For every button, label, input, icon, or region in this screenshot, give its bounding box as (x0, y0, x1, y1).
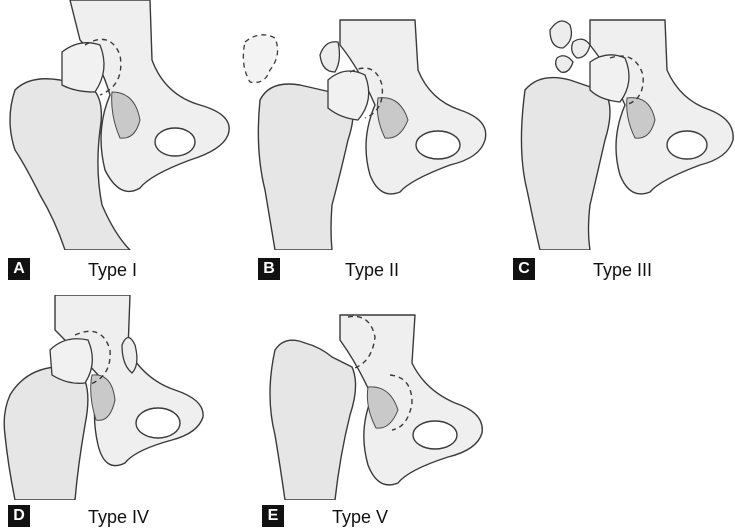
obturator-foramen (413, 421, 457, 449)
obturator-foramen (667, 131, 707, 159)
panel-type-iii: C Type III (495, 0, 735, 290)
femur (270, 340, 356, 500)
panel-type-ii: B Type II (240, 0, 495, 290)
femoral-head (62, 43, 104, 92)
femoral-head (328, 71, 369, 120)
hip-illustration-type-iii (495, 0, 735, 250)
panel-type-i: A Type I (0, 0, 240, 290)
pelvis (340, 315, 482, 485)
panel-caption: Type I (88, 260, 137, 281)
hip-illustration-type-v (240, 295, 505, 500)
comminuted-fragment (572, 39, 590, 58)
fracture-fragment-outline (243, 35, 277, 83)
panel-caption: Type IV (88, 507, 149, 528)
hip-illustration-type-iv (0, 295, 240, 500)
femoral-head (50, 339, 92, 384)
femoral-head (590, 55, 629, 102)
obturator-foramen (416, 131, 460, 159)
panel-type-iv: D Type IV (0, 295, 240, 531)
panel-type-v: E Type V (240, 295, 505, 531)
panel-letter: A (8, 258, 30, 280)
obturator-foramen (155, 128, 195, 156)
panel-caption: Type II (345, 260, 399, 281)
femur (4, 367, 88, 500)
comminuted-fragment (550, 21, 571, 48)
obturator-foramen (136, 408, 180, 438)
hip-illustration-type-ii (240, 0, 495, 250)
panel-letter: C (513, 258, 535, 280)
panel-letter: E (262, 505, 284, 527)
comminuted-fragment (556, 56, 573, 73)
panel-letter: B (258, 258, 280, 280)
panel-caption: Type III (593, 260, 652, 281)
hip-illustration-type-i (0, 0, 240, 250)
panel-caption: Type V (332, 507, 388, 528)
fracture-fragment (320, 42, 339, 72)
panel-letter: D (8, 505, 30, 527)
femur (521, 78, 610, 250)
pelvis (590, 20, 733, 194)
